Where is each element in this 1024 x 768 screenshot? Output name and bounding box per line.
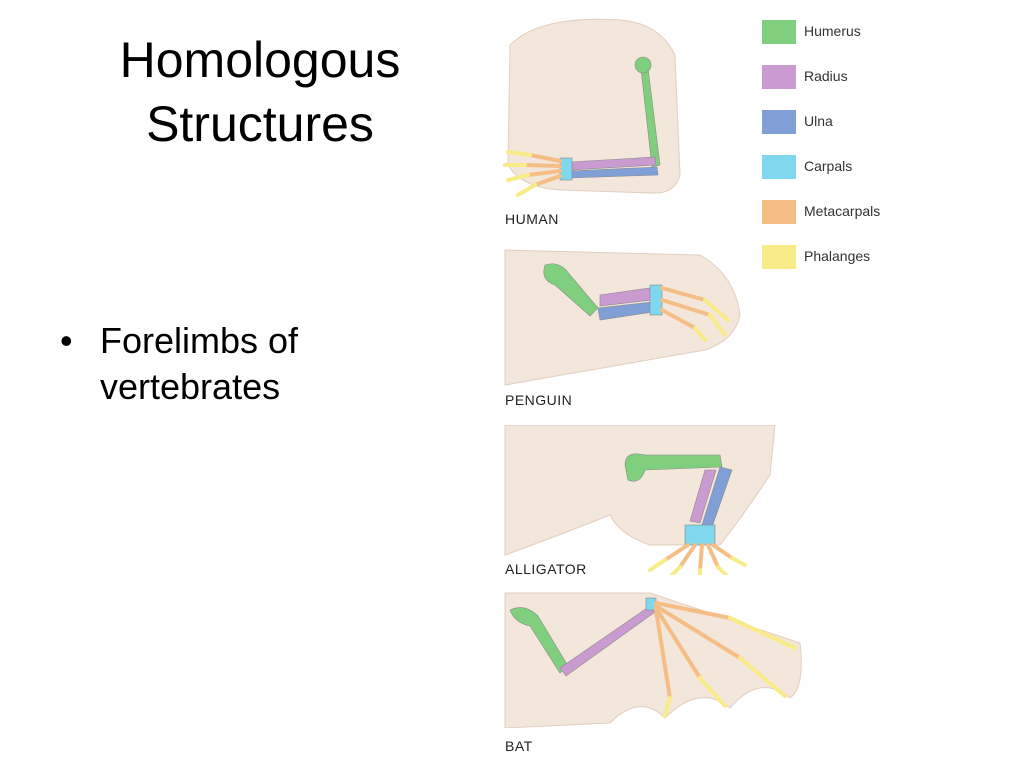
human-panel: HUMAN xyxy=(500,15,810,230)
alligator-skin xyxy=(504,425,776,556)
alligator-carpals xyxy=(684,524,716,546)
legend-item-ulna: Ulna xyxy=(762,110,912,134)
bat-metacarpals xyxy=(654,601,742,700)
human-arm-illustration xyxy=(503,18,681,197)
legend-item-phalanges: Phalanges xyxy=(762,245,912,269)
penguin-metacarpals xyxy=(660,286,712,330)
legend-item-radius: Radius xyxy=(762,65,912,89)
bullet-dot-icon: • xyxy=(60,320,73,361)
human-metacarpals xyxy=(523,153,562,187)
legend-swatch-carpals xyxy=(762,155,796,179)
legend-swatch-ulna xyxy=(762,110,796,134)
human-humerus-head xyxy=(634,56,652,74)
penguin-panel: PENGUIN xyxy=(500,240,810,415)
bat-label: BAT xyxy=(505,738,533,754)
legend-label-ulna: Ulna xyxy=(804,113,833,129)
human-phalanges xyxy=(503,150,537,197)
alligator-humerus xyxy=(624,453,723,482)
legend-label-humerus: Humerus xyxy=(804,23,861,39)
slide-title-line-1: Homologous xyxy=(119,32,401,88)
bat-panel: BAT xyxy=(500,588,810,758)
alligator-radius xyxy=(689,469,717,524)
alligator-label: ALLIGATOR xyxy=(505,561,587,577)
alligator-panel: ALLIGATOR xyxy=(500,425,810,595)
alligator-phalanges xyxy=(648,556,747,575)
legend-item-carpals: Carpals xyxy=(762,155,912,179)
legend-swatch-metacarpals xyxy=(762,200,796,224)
alligator-leg-illustration xyxy=(504,425,776,575)
bullet-item: • Forelimbs of vertebrates xyxy=(58,318,438,410)
slide-title: Homologous Structures xyxy=(60,28,460,156)
bat-skin xyxy=(504,592,802,728)
human-label: HUMAN xyxy=(505,211,559,227)
slide-title-line-2: Structures xyxy=(146,96,374,152)
penguin-wing-illustration xyxy=(504,249,741,386)
penguin-humerus xyxy=(543,263,599,317)
legend-label-phalanges: Phalanges xyxy=(804,248,871,264)
human-carpals xyxy=(559,157,573,181)
legend-label-radius: Radius xyxy=(804,68,848,84)
penguin-label: PENGUIN xyxy=(505,392,573,408)
penguin-skin xyxy=(504,249,741,386)
bat-wing-illustration xyxy=(504,592,802,728)
legend-item-metacarpals: Metacarpals xyxy=(762,200,912,224)
legend-swatch-humerus xyxy=(762,20,796,44)
legend-swatch-radius xyxy=(762,65,796,89)
bullet-list: • Forelimbs of vertebrates xyxy=(58,318,438,410)
legend-item-humerus: Humerus xyxy=(762,20,912,44)
bullet-text-line-2: vertebrates xyxy=(100,366,281,407)
penguin-phalanges xyxy=(693,298,730,342)
bat-phalanges xyxy=(663,616,797,718)
alligator-metacarpals xyxy=(663,543,734,572)
bullet-text-line-1: Forelimbs of xyxy=(100,320,299,361)
legend-label-carpals: Carpals xyxy=(804,158,853,174)
forelimb-figure: HUMAN PENGUIN ALLIGATOR xyxy=(500,15,910,755)
legend-swatch-phalanges xyxy=(762,245,796,269)
legend-label-metacarpals: Metacarpals xyxy=(804,203,881,219)
